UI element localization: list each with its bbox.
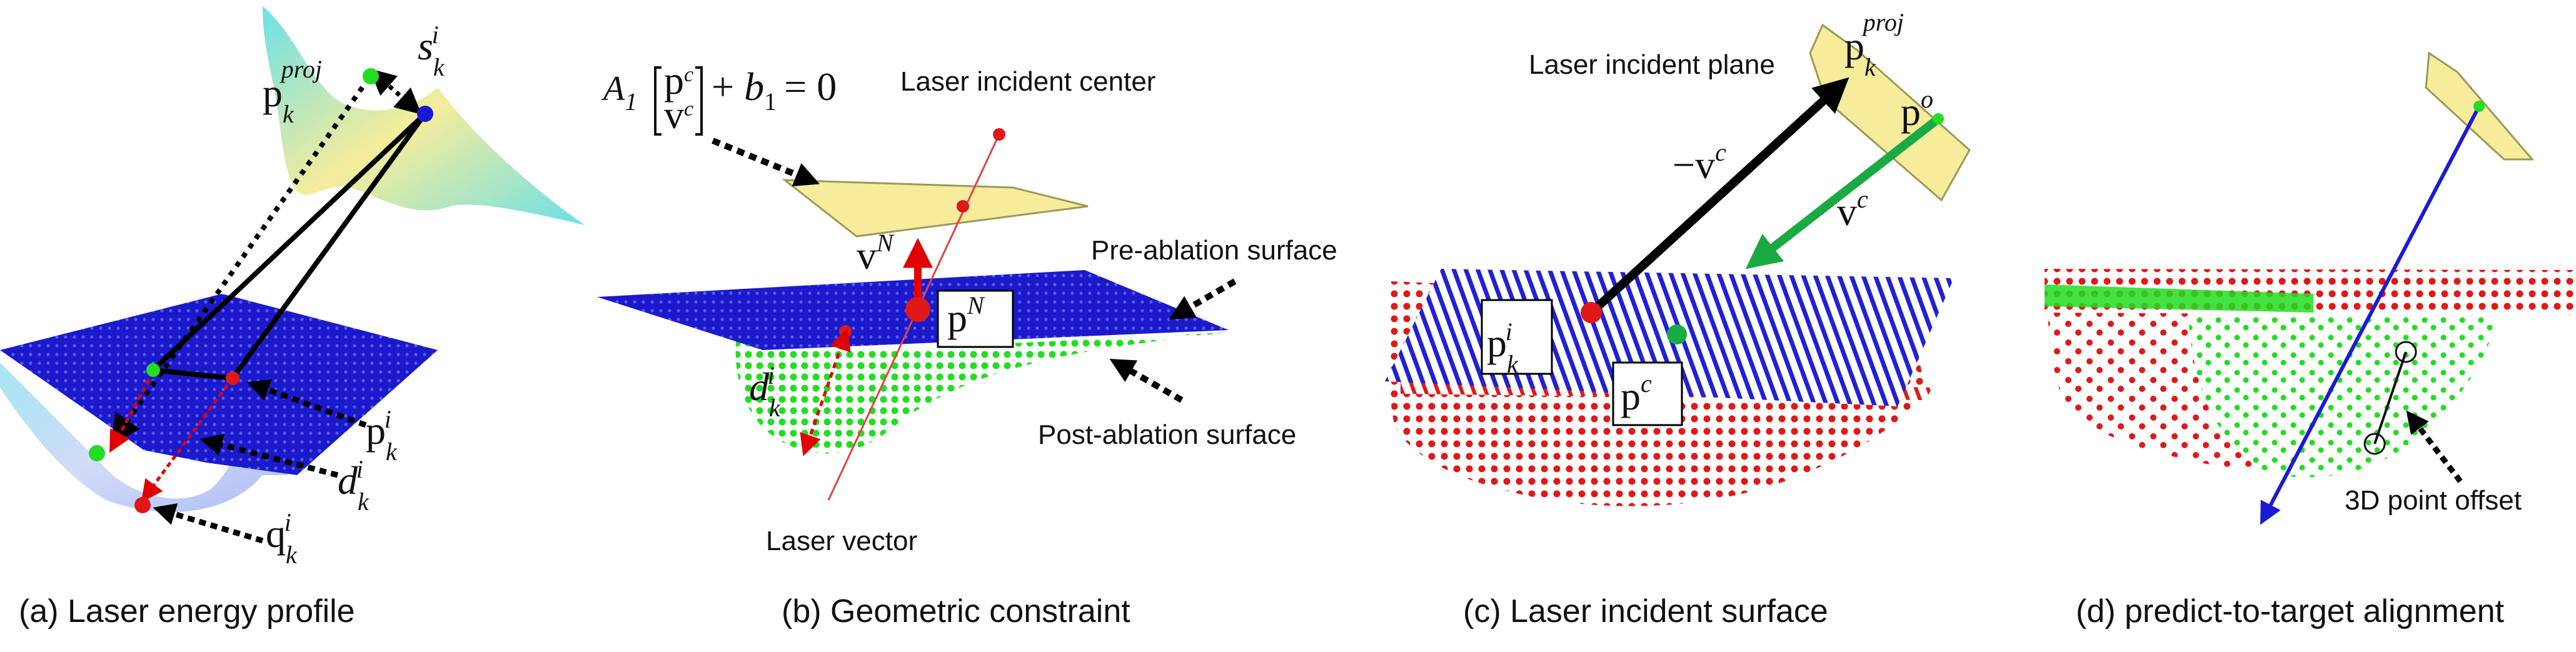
incident-plane-c (1809, 23, 1971, 202)
red-dashed-depth (800, 328, 851, 456)
laser-center-point (957, 200, 969, 213)
point-plane-green (146, 363, 160, 377)
label-d: dki (338, 455, 370, 516)
label-q: qki (266, 508, 298, 569)
point-bowl-green (89, 445, 105, 461)
svg-text:vc: vc (664, 93, 693, 137)
caption-c: (c) Laser incident surface (1463, 593, 1828, 629)
surface-band-green (2045, 284, 2313, 313)
label-pre-surface: Pre-ablation surface (1091, 235, 1337, 266)
point-q-red (134, 497, 151, 513)
point-s-blue (417, 106, 433, 122)
label-p-proj-c: pkproj (1844, 8, 1904, 81)
solid-green-to-red (153, 368, 233, 381)
pointer-post-surface (1109, 359, 1184, 403)
label-post-surface: Post-ablation surface (1038, 419, 1296, 450)
panel-d: 3D point offset (d) predict-to-target al… (2045, 51, 2576, 629)
point-p-red (226, 371, 239, 385)
svg-text:A1: A1 (601, 69, 637, 116)
label-laser-center: Laser incident center (900, 66, 1155, 97)
label-p-proj: pkproj (263, 55, 322, 128)
label-vc: vc (1837, 185, 1868, 234)
vc-arrow (1745, 115, 1941, 269)
label-p: pki (366, 405, 398, 466)
svg-text:pc: pc (664, 58, 693, 103)
label-laser-vector: Laser vector (766, 526, 917, 556)
label-p-c: pki (1487, 318, 1519, 378)
pk-box-c (1481, 299, 1553, 375)
svg-text:+ b1= 0: + b1= 0 (712, 64, 837, 116)
label-vN: vN (857, 229, 895, 278)
pointer-pre-surface (1169, 278, 1237, 320)
pk-point-c (1581, 302, 1602, 323)
red-dashed-offset-1 (109, 371, 155, 453)
equation: A1 pc vc + b1= 0 (601, 58, 837, 137)
incident-plane-b (782, 179, 1089, 238)
energy-bowl (0, 363, 288, 513)
pointer-equation (712, 138, 820, 186)
label-pN: pN (947, 291, 985, 340)
pointer-d (199, 433, 339, 478)
po-point (1933, 113, 1944, 124)
panel-c: Laser incident plane pkproj po −vc vc pk… (1385, 8, 1971, 629)
point-proj-green (363, 68, 379, 84)
offset-line (2373, 351, 2407, 444)
caption-d: (d) predict-to-target alignment (2076, 593, 2505, 629)
label-po: po (1901, 85, 1933, 134)
pointer-p (246, 379, 367, 428)
pN-point (905, 297, 930, 322)
red-dashed-offset-2 (141, 377, 234, 503)
pc-box (1612, 361, 1683, 426)
offset-circle-top (2395, 341, 2417, 363)
dotted-proj-to-s (369, 68, 422, 115)
laser-origin-d (2473, 101, 2485, 112)
pc-point (1667, 324, 1687, 344)
pointer-offset (2406, 410, 2463, 483)
caption-b: (b) Geometric constraint (782, 593, 1130, 629)
label-d-b: dki (749, 361, 781, 422)
solid-s-to-green (151, 112, 427, 372)
label-incident-plane: Laser incident plane (1529, 49, 1775, 80)
panel-b: A1 pc vc + b1= 0 Laser incident center P… (597, 58, 1337, 629)
offset-circle-bottom (2363, 433, 2386, 455)
pointer-q (153, 503, 264, 544)
neg-vc-arrow (1588, 77, 1849, 316)
post-ablation-surface (735, 325, 1225, 454)
panel-a: pkproj ski pki dki qki (a) Laser energy … (0, 6, 585, 629)
pN-box (937, 289, 1014, 348)
caption-a: (a) Laser energy profile (19, 593, 355, 629)
label-neg-vc: −vc (1673, 138, 1726, 187)
label-pc: pc (1621, 369, 1652, 418)
label-s: ski (418, 21, 445, 81)
laser-arrow-d (2260, 105, 2481, 525)
label-offset: 3D point offset (2345, 485, 2522, 516)
panel-a-plane (0, 294, 438, 475)
laser-top-point (993, 128, 1005, 141)
solid-s-to-red (230, 112, 428, 380)
